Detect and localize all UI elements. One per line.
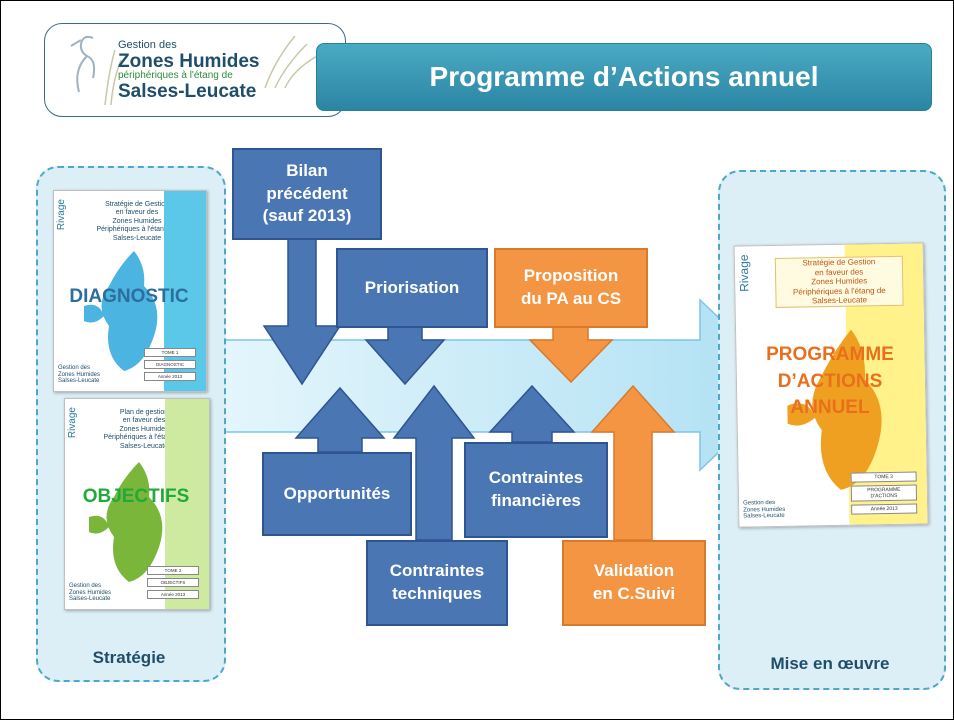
doc-tome-name: OBJECTIFS [147, 578, 199, 587]
lagoon-map-icon [84, 251, 158, 371]
proposition-box[interactable]: Proposition du PA au CS [494, 248, 648, 328]
arrow-up-opportunites [294, 386, 386, 453]
opportunites-box[interactable]: Opportunités [262, 452, 412, 536]
doc-year: Année 2013 [144, 372, 196, 381]
reed-icon [264, 35, 318, 89]
logo-text: Gestion des Zones Humides périphériques … [118, 39, 318, 102]
page-title: Programme d’Actions annuel [316, 43, 932, 111]
arrow-down-priorisation [364, 325, 446, 386]
lagoon-map-icon [89, 462, 163, 582]
bilan-box[interactable]: Bilan précédent (sauf 2013) [232, 148, 382, 240]
heron-icon [70, 35, 122, 106]
doc-tomes: TOME 2 OBJECTIFS Année 2013 [147, 563, 199, 599]
doc-title: Plan de gestion en faveur des Zones Humi… [103, 409, 184, 450]
arrow-down-proposition [528, 325, 614, 384]
priorisation-box[interactable]: Priorisation [336, 248, 488, 328]
contraintes-techniques-box[interactable]: Contraintes techniques [366, 540, 508, 626]
doc-footer: Gestion des Zones Humides Salses-Leucate [69, 583, 112, 603]
diagnostic-label: DIAGNOSTIC [69, 286, 189, 307]
strategy-label: Stratégie [92, 648, 166, 667]
doc-tomes: TOME 1 DIAGNOSTIC Année 2013 [144, 345, 196, 381]
doc-year: Année 2013 [147, 590, 199, 599]
programme-label: PROGRAMME D’ACTIONS ANNUEL [766, 344, 894, 419]
contraintes-financieres-box[interactable]: Contraintes financières [464, 442, 608, 538]
lagoon-map-icon [787, 329, 882, 490]
validation-box[interactable]: Validation en C.Suivi [562, 540, 706, 626]
diagnostic-document[interactable]: Rivage Stratégie de Gestion en faveur de… [53, 190, 207, 392]
logo-line1: Gestion des [118, 39, 177, 51]
programme-document[interactable]: Rivage Stratégie de Gestion en faveur de… [733, 242, 929, 528]
logo-box [44, 23, 346, 117]
objectifs-document[interactable]: Rivage Plan de gestion en faveur des Zon… [64, 398, 210, 610]
arrow-up-contraintes-fin [488, 384, 576, 443]
doc-tome: TOME 1 [144, 348, 196, 357]
logo-line2: Zones Humides [118, 50, 260, 72]
doc-tome-name: DIAGNOSTIC [144, 360, 196, 369]
objectifs-label: OBJECTIFS [82, 486, 190, 507]
doc-title: Stratégie de Gestion en faveur des Zones… [96, 201, 177, 242]
logo-line4: Salses-Leucate [118, 80, 257, 102]
logo-line3: périphériques à l'étang de [118, 70, 233, 82]
doc-footer: Gestion des Zones Humides Salses-Leucate [58, 365, 101, 385]
arrow-down-bilan [262, 235, 342, 386]
implementation-label: Mise en œuvre [770, 654, 890, 673]
doc-tome: TOME 2 [147, 566, 199, 575]
